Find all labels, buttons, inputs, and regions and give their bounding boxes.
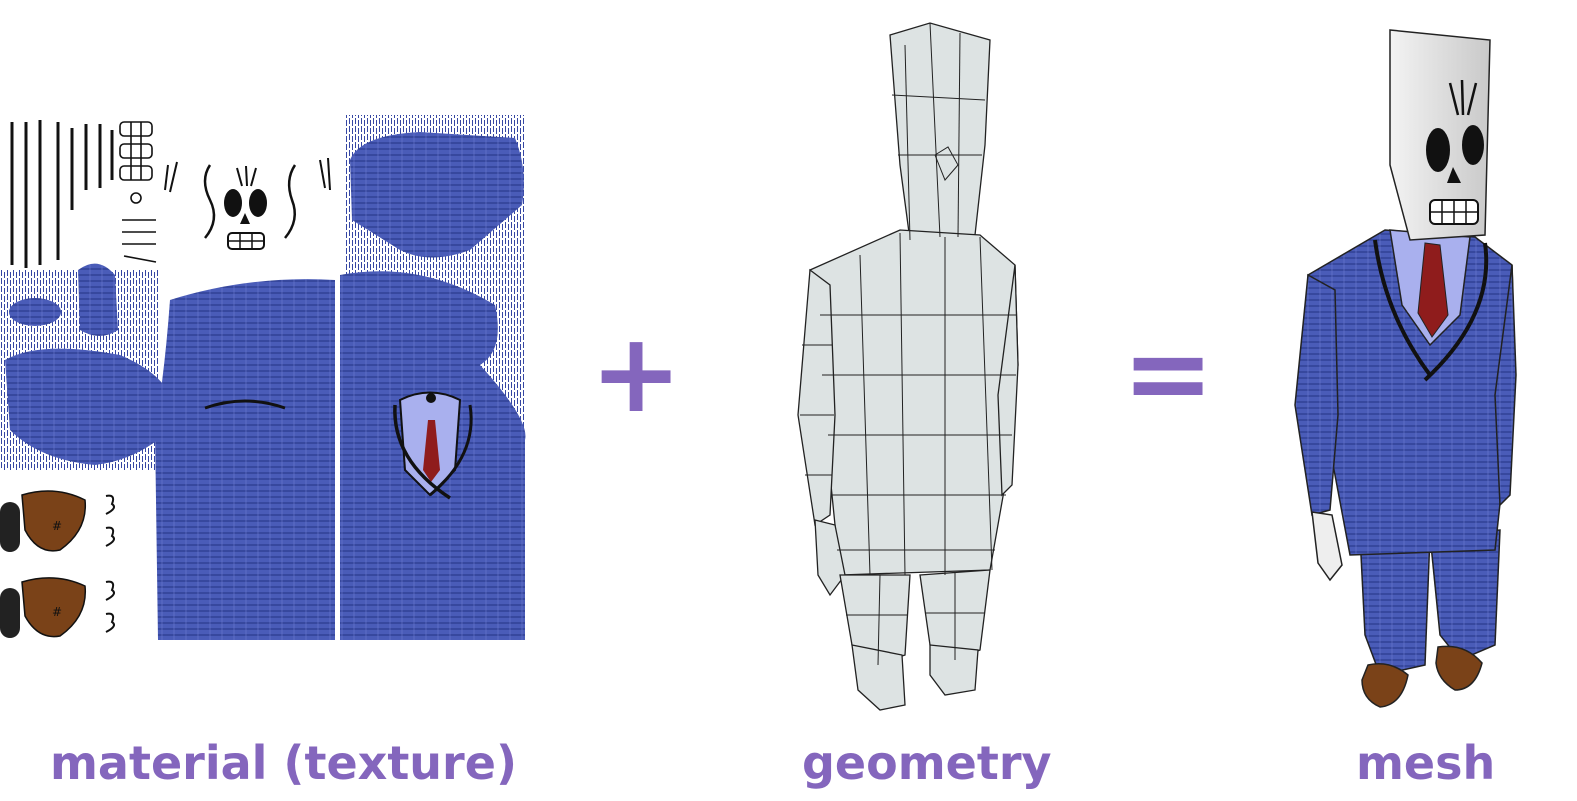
- mesh-brow-lines: [1448, 79, 1478, 116]
- svg-text:#: #: [52, 519, 62, 533]
- texture-island-pocket: [78, 263, 118, 336]
- caption-mesh: mesh: [1356, 736, 1496, 790]
- mesh-eye-left: [1426, 128, 1450, 172]
- caption-material-texture: material (texture): [50, 736, 517, 790]
- texture-atlas: # #: [0, 110, 530, 650]
- plus-operator: +: [590, 309, 683, 437]
- texture-lapel-right: [429, 404, 473, 497]
- equals-operator: =: [1122, 309, 1215, 437]
- textured-mesh: [1290, 15, 1530, 715]
- mesh-shoe-left: [1361, 663, 1409, 708]
- texture-lapel-left: [393, 404, 451, 500]
- texture-pocket-stroke: [204, 399, 286, 410]
- mesh-eye-right: [1462, 125, 1484, 165]
- svg-text:#: #: [52, 605, 62, 619]
- mesh-teeth: [1429, 199, 1479, 225]
- texture-finger-strokes: [10, 120, 114, 268]
- mesh-shoe-right: [1435, 645, 1483, 691]
- geometry-wireframe: [780, 15, 1040, 715]
- mesh-arm-left: [1294, 273, 1339, 516]
- wireframe-figure: [797, 22, 1019, 711]
- mesh-nose: [1447, 167, 1461, 183]
- mesh-lapel-right: [1423, 242, 1489, 382]
- mesh-lapel-left: [1373, 239, 1432, 377]
- mesh-leg-left: [1359, 534, 1431, 676]
- texture-atlas-image: # #: [0, 115, 526, 640]
- texture-island-small: [9, 298, 61, 326]
- mesh-hand: [1311, 511, 1343, 582]
- texture-teeth: [119, 121, 157, 263]
- texture-island-collar: [350, 132, 524, 258]
- texture-island-sleeve: [5, 348, 176, 465]
- wireframe-edges: [800, 22, 1016, 666]
- texture-button: [426, 393, 436, 403]
- texture-island-back: [155, 279, 335, 640]
- textured-character: [1294, 29, 1517, 708]
- mesh-tie: [1417, 242, 1449, 338]
- texture-shoes: # #: [0, 490, 115, 638]
- mesh-arm-right: [1494, 264, 1517, 507]
- texture-tie: [423, 420, 440, 482]
- texture-skull-face: [164, 157, 331, 250]
- caption-geometry: geometry: [802, 736, 1052, 790]
